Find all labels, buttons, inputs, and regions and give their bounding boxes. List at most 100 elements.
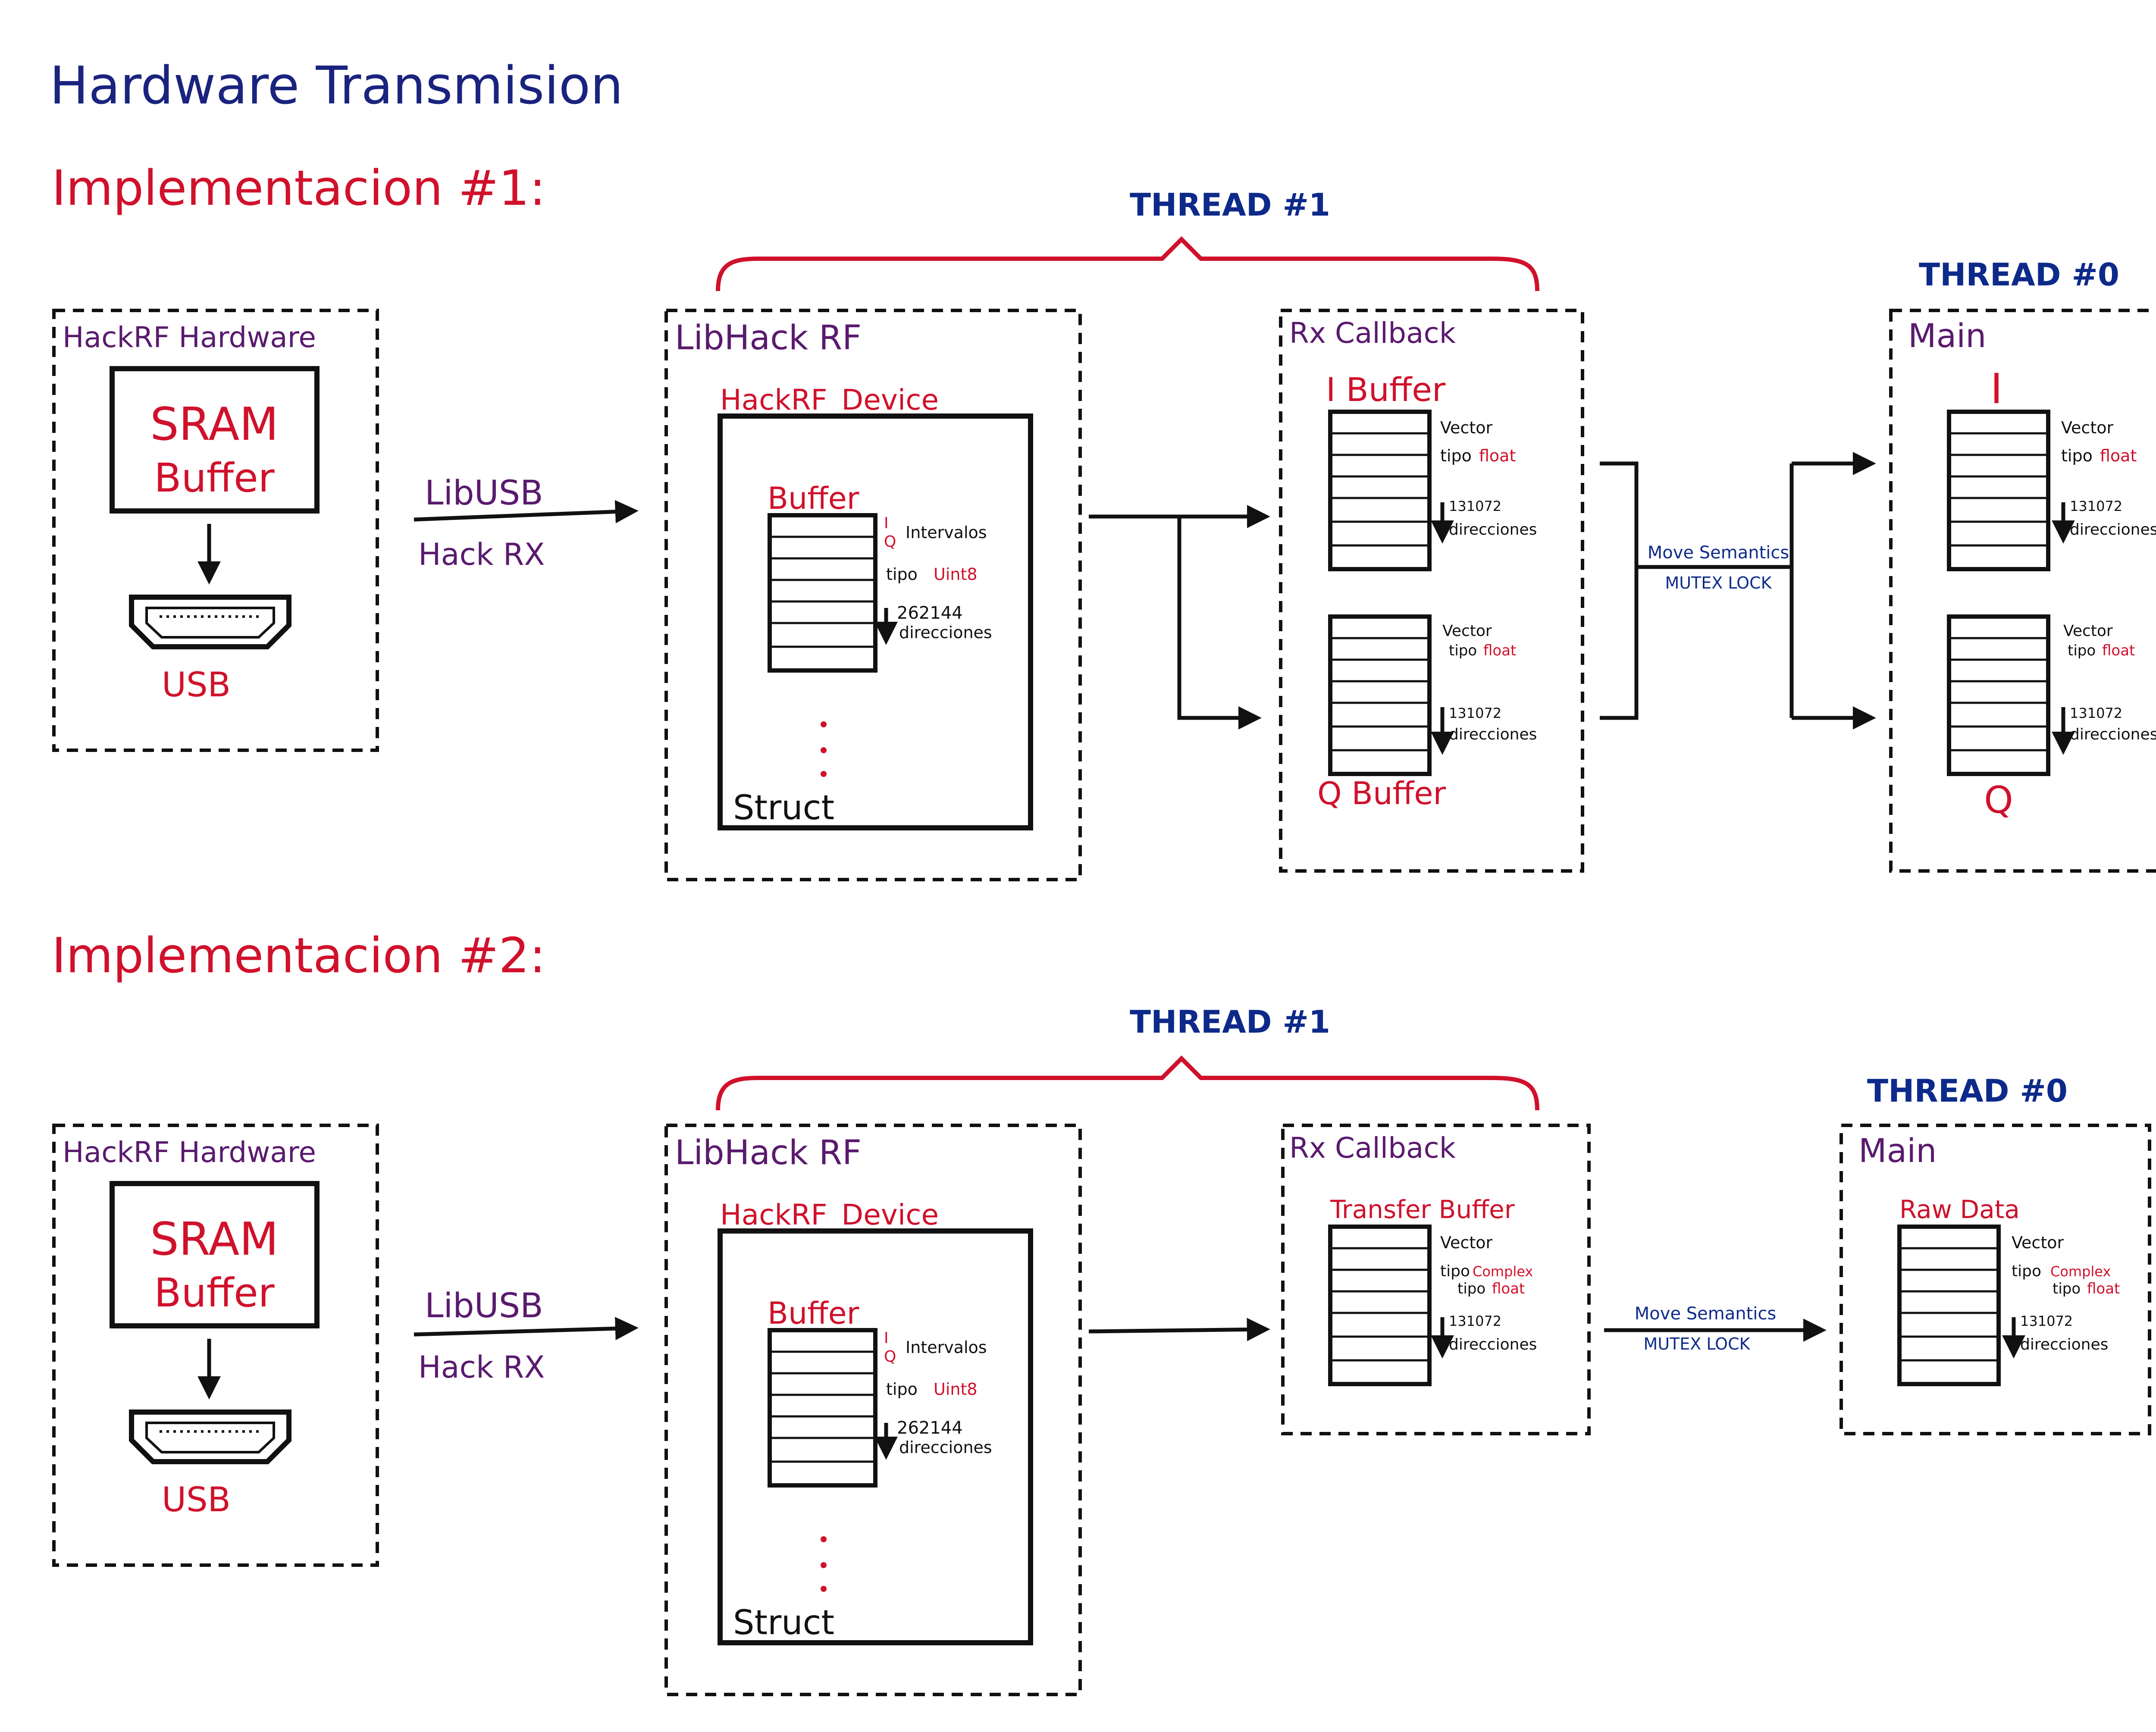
impl2-cb-tipo1: tipo: [1440, 1262, 1470, 1280]
impl1-struct-label: Struct: [733, 789, 834, 827]
impl1-cb-i-tipo: tipo: [1440, 446, 1472, 465]
impl1-iq-i: I: [884, 514, 889, 532]
impl2-thread1-label: THREAD #1: [1130, 1004, 1330, 1040]
impl2-continuation-dot-3: [821, 1586, 827, 1592]
impl2-libhackrf-box: LibHack RF HackRF_Device Buffer I Q Inte…: [664, 1124, 1082, 1696]
impl1-libhackrf-box: LibHack RF HackRF_Device Buffer I Q Inte…: [664, 309, 1082, 881]
impl1-hackrx-label: Hack RX: [418, 537, 545, 572]
impl1-cb-i-addresses: direcciones: [1449, 521, 1537, 539]
impl1-intervals: Intervalos: [906, 523, 987, 542]
impl2-sram-line2: Buffer: [154, 1270, 274, 1316]
impl1-move-arrow: [1600, 452, 1876, 730]
impl1-main-q-buffer: [1947, 614, 2050, 776]
thread1-brace: [716, 236, 1539, 291]
impl2-main-buffer: [1897, 1225, 2001, 1386]
impl1-libhackrf-title: LibHack RF: [675, 319, 862, 357]
impl1-lib-addresses: direcciones: [899, 623, 992, 642]
impl2-libhackrf-title: LibHack RF: [675, 1134, 862, 1172]
impl2-transfer-buffer: [1328, 1225, 1432, 1386]
impl1-iq-q: Q: [884, 533, 896, 551]
impl1-lib-type-value: Uint8: [934, 565, 978, 584]
impl2-lib-to-callback-arrow: [1088, 1318, 1270, 1341]
impl2-lib-tipo: tipo: [886, 1380, 918, 1399]
impl2-lib-count: 262144: [897, 1418, 963, 1438]
impl1-main-q-tipo: tipo: [2068, 642, 2096, 659]
impl2-main-vector: Vector: [2012, 1233, 2064, 1252]
impl1-continuation-dot-2: [821, 747, 827, 753]
impl1-cb-i-vector: Vector: [1440, 418, 1492, 437]
impl1-cb-i-type: float: [1479, 446, 1516, 465]
impl2-intervals: Intervalos: [906, 1338, 987, 1357]
impl2-lib-type-value: Uint8: [934, 1380, 978, 1399]
impl2-device-struct: [718, 1228, 1033, 1645]
impl2-hackrx-label: Hack RX: [418, 1350, 545, 1385]
impl1-main-i-type: float: [2100, 446, 2137, 465]
impl2-sram-line1: SRAM: [150, 1213, 279, 1265]
impl1-move-semantics: Move Semantics: [1648, 543, 1789, 563]
usb-port-icon: [129, 1409, 291, 1464]
impl2-move-semantics: Move Semantics: [1635, 1304, 1776, 1324]
impl1-hardware-title: HackRF Hardware: [63, 321, 316, 354]
impl1-hardware-box: HackRF Hardware SRAM Buffer USB: [52, 309, 379, 752]
impl2-callback-title: Rx Callback: [1289, 1131, 1456, 1165]
impl2-cb-tipo2: tipo: [1457, 1280, 1485, 1297]
impl1-main-q-type: float: [2102, 642, 2135, 659]
impl1-libusb-arrow: [414, 500, 639, 523]
impl2-main-tipo2: tipo: [2053, 1280, 2081, 1297]
impl2-main-type2: float: [2087, 1280, 2120, 1297]
impl1-thread0-label: THREAD #0: [1919, 257, 2119, 293]
impl2-iq-i: I: [884, 1329, 889, 1347]
impl2-main-tipo1: tipo: [2012, 1262, 2041, 1280]
impl1-sram-buffer: [110, 366, 320, 514]
impl2-continuation-dot-1: [821, 1536, 827, 1542]
impl1-main-i-addresses: direcciones: [2070, 521, 2156, 539]
impl2-usb-label: USB: [162, 1481, 231, 1519]
impl1-main-i-label: I: [1990, 365, 2002, 413]
impl2-main-addresses: direcciones: [2020, 1336, 2108, 1353]
impl2-thread0-label: THREAD #0: [1867, 1073, 2068, 1109]
impl1-split-arrow: [1089, 505, 1270, 730]
impl1-sram-line1: SRAM: [150, 398, 279, 451]
impl1-main-title: Main: [1908, 316, 1986, 355]
impl1-i-buffer-title: I Buffer: [1326, 370, 1446, 409]
impl2-raw-data-title: Raw Data: [1899, 1195, 2020, 1224]
impl1-main-box: Main I Vector tipo float 131072 direccio…: [1889, 309, 2156, 873]
impl1-continuation-dot-3: [821, 771, 827, 777]
impl1-heading: Implementacion #1:: [52, 160, 545, 216]
impl1-lib-buffer-title: Buffer: [768, 481, 859, 516]
impl2-cb-vector: Vector: [1440, 1233, 1492, 1252]
impl1-cb-i-count: 131072: [1449, 498, 1501, 514]
impl2-struct-label: Struct: [733, 1604, 834, 1642]
impl1-main-q-label: Q: [1984, 779, 2013, 822]
impl2-lib-addresses: direcciones: [899, 1438, 992, 1457]
impl1-continuation-dot-1: [821, 721, 827, 727]
impl2-sram-buffer: [110, 1181, 320, 1328]
impl1-cb-q-tipo: tipo: [1449, 642, 1477, 659]
page-title: Hardware Transmision: [50, 56, 623, 116]
usb-port-icon: [129, 595, 291, 649]
impl1-usb-label: USB: [162, 666, 231, 705]
impl1-lib-buffer: [768, 513, 877, 673]
impl1-q-buffer-title: Q Buffer: [1317, 775, 1446, 811]
impl1-sram-line2: Buffer: [154, 455, 274, 501]
implementation-2: Implementacion #2: THREAD #1 THREAD #0 H…: [52, 928, 2151, 1696]
impl2-lib-buffer: [768, 1328, 877, 1488]
impl2-thread1-brace: [716, 1055, 1539, 1111]
impl2-main-title: Main: [1858, 1131, 1937, 1170]
impl2-main-box: Main Raw Data Vector tipo Complex tipo f…: [1839, 1124, 2151, 1435]
impl1-main-q-count: 131072: [2070, 705, 2122, 721]
implementation-1: Implementacion #1: THREAD #1 THREAD #0 H…: [52, 160, 2156, 881]
impl2-iq-q: Q: [884, 1348, 896, 1366]
impl2-continuation-dot-2: [821, 1562, 827, 1568]
impl1-main-i-buffer: [1947, 410, 2050, 571]
impl2-device-title: HackRF_Device: [720, 1198, 939, 1231]
impl1-main-i-vector: Vector: [2061, 418, 2113, 437]
impl1-i-buffer: [1328, 410, 1432, 571]
impl2-mutex-lock: MUTEX LOCK: [1643, 1334, 1750, 1353]
impl2-callback-box: Rx Callback Transfer Buffer Vector tipo …: [1281, 1124, 1591, 1435]
impl1-libusb-label: LibUSB: [425, 474, 543, 513]
impl2-main-count: 131072: [2020, 1313, 2073, 1329]
impl1-thread1-label: THREAD #1: [1130, 187, 1330, 223]
impl2-cb-count: 131072: [1449, 1313, 1501, 1329]
